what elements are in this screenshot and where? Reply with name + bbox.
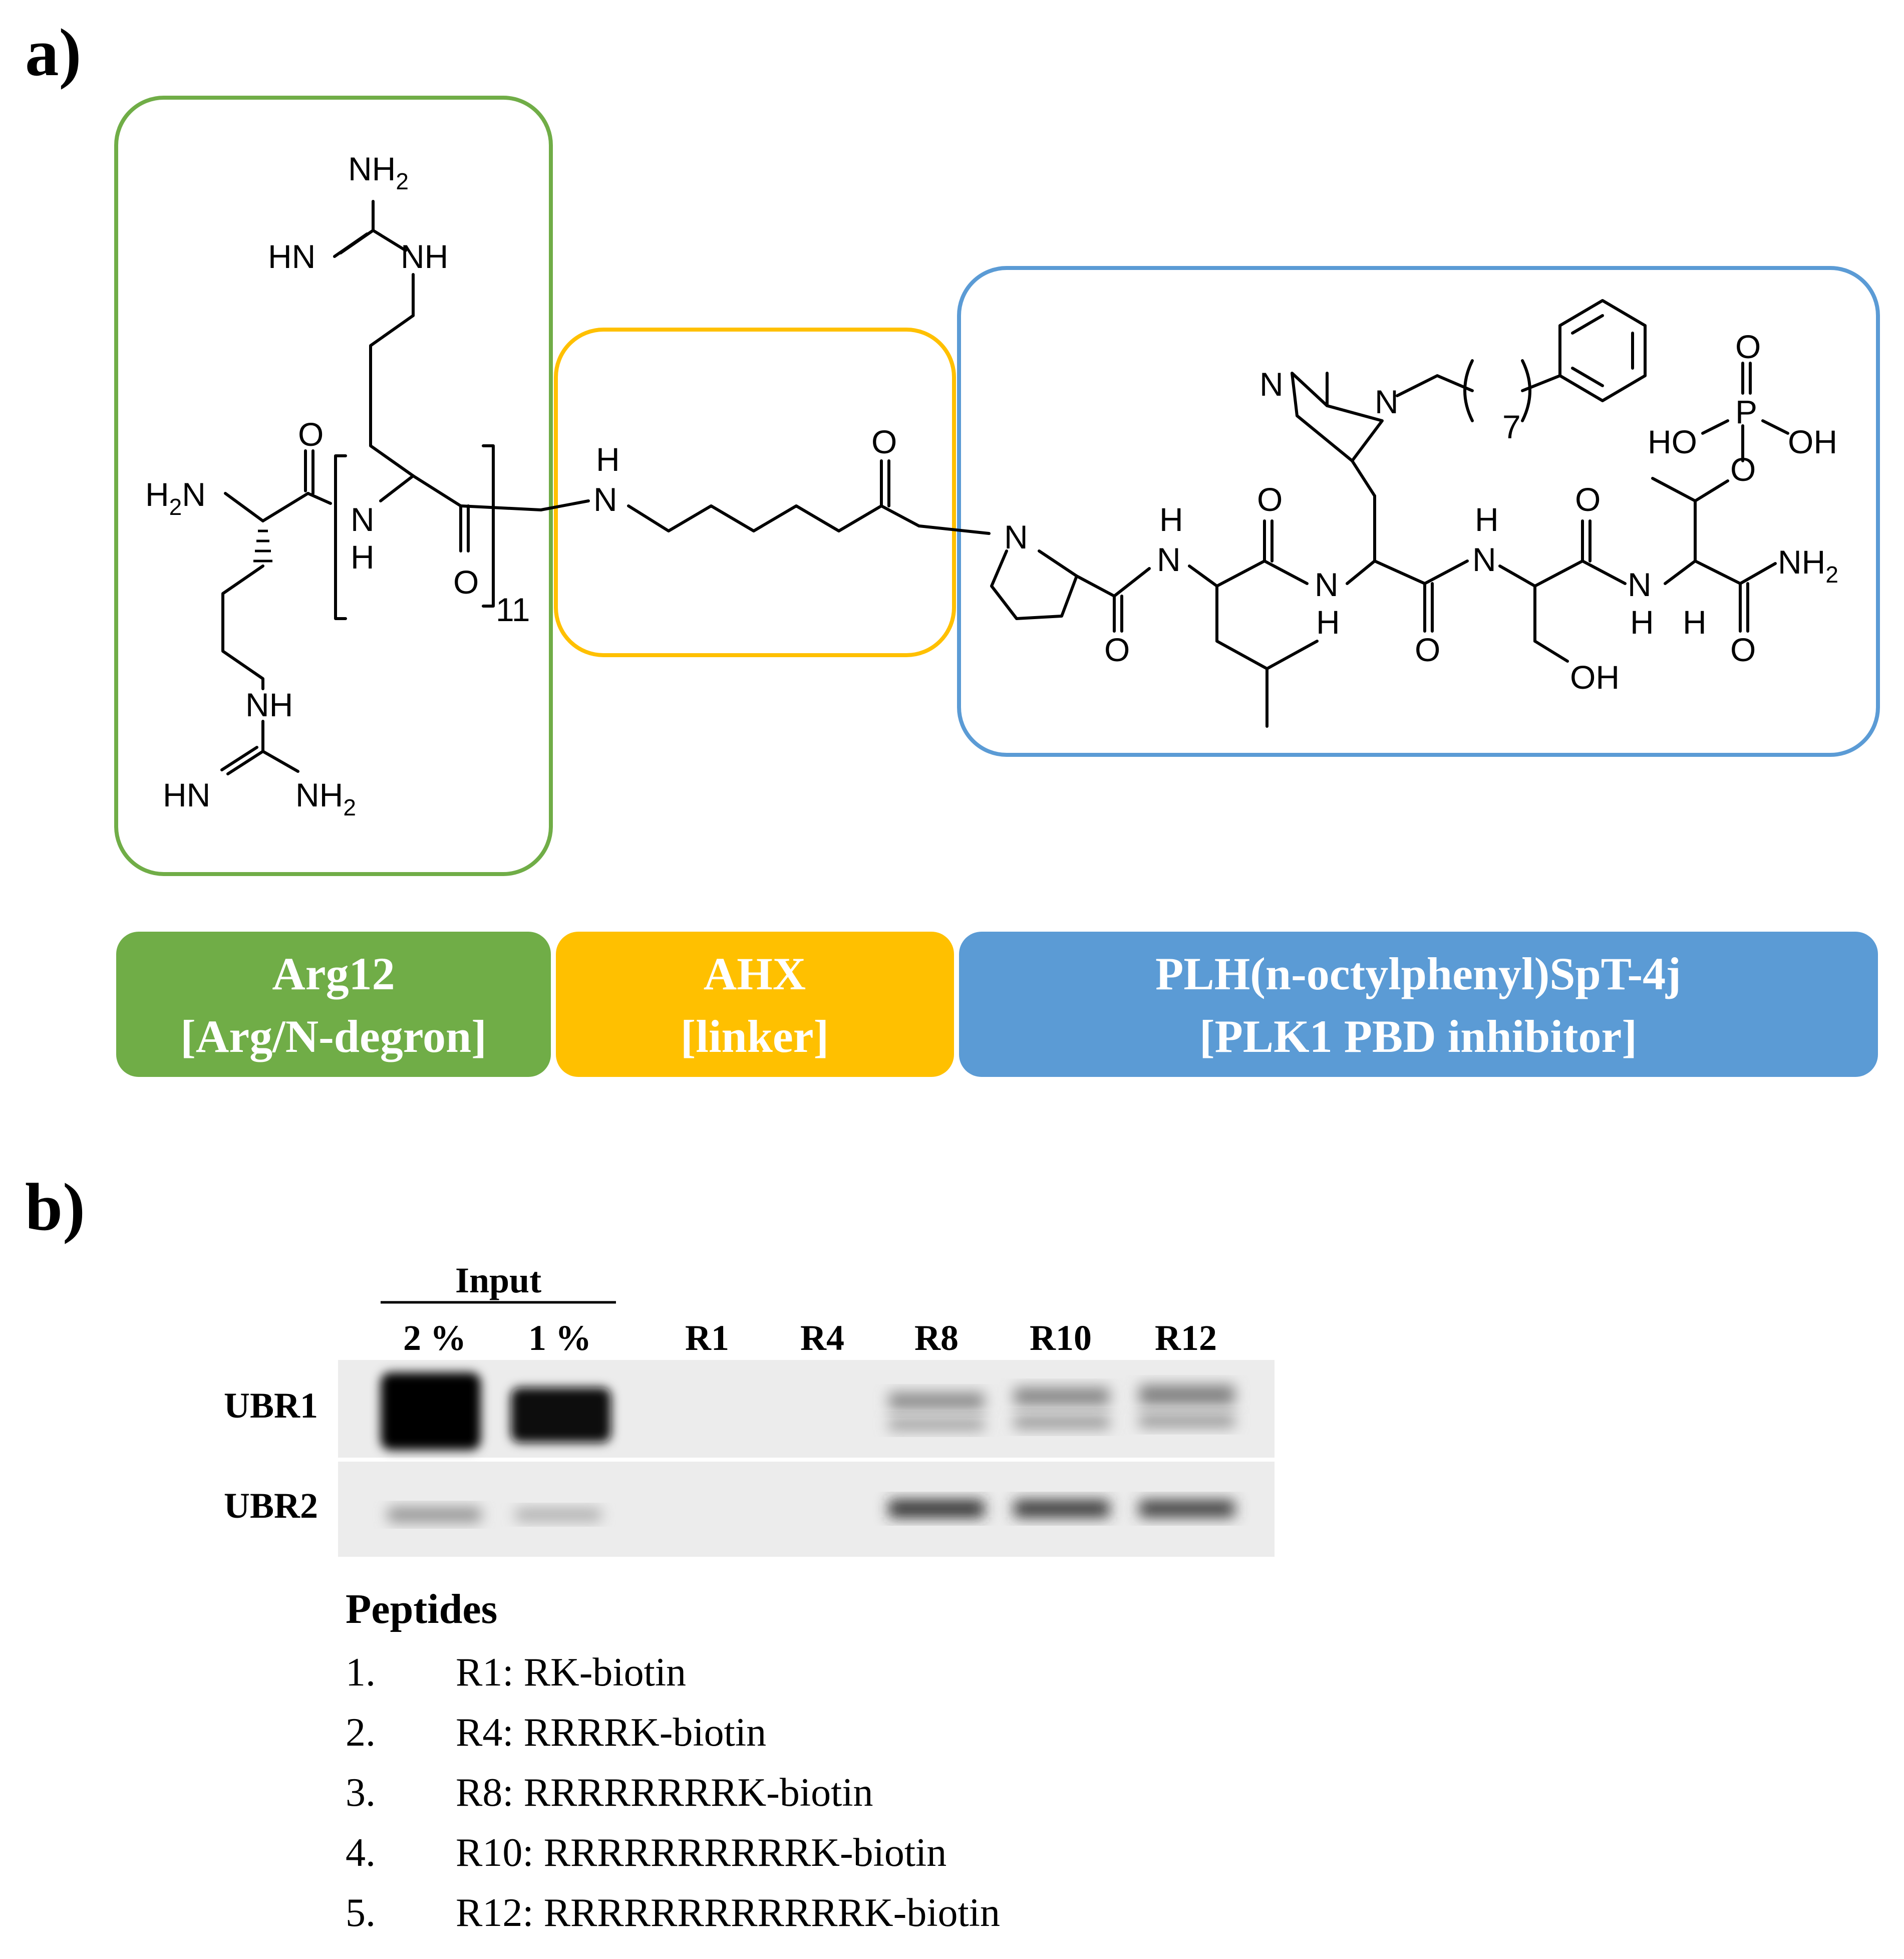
phosphate-o-link: O bbox=[1730, 451, 1756, 488]
arg12-structure: NH2 HN NH H2N O N H O 11 NH HN NH2 bbox=[145, 150, 542, 820]
ser-n: N bbox=[1472, 541, 1496, 578]
imidazole-n1: N bbox=[1259, 366, 1284, 403]
panel-a-label: a) bbox=[25, 16, 81, 90]
ahx-bar-title: AHX bbox=[704, 948, 806, 999]
peptide-text-4: R10: RRRRRRRRRRK-biotin bbox=[456, 1831, 946, 1875]
his-n: N bbox=[1315, 566, 1339, 603]
peptide-text-3: R8: RRRRRRRRK-biotin bbox=[456, 1771, 873, 1815]
arg-nh-lower: NH bbox=[245, 686, 293, 723]
imidazole-n3: N bbox=[1375, 383, 1399, 420]
leu-h: H bbox=[1159, 501, 1183, 538]
arg12-bar-subtitle: [Arg/N-degron] bbox=[180, 1011, 487, 1062]
ahx-box bbox=[554, 328, 956, 657]
panel-b-label: b) bbox=[25, 1170, 85, 1245]
octyl-repeat: 7 bbox=[1502, 408, 1521, 445]
thr-n: N bbox=[1628, 566, 1652, 603]
arg-amide-n: N bbox=[351, 501, 375, 538]
peptides-title: Peptides bbox=[346, 1586, 497, 1632]
row-label-ubr2: UBR2 bbox=[224, 1486, 318, 1526]
arg-repeat-count: 11 bbox=[496, 591, 530, 628]
peptide-num-3: 3. bbox=[346, 1771, 376, 1815]
peptide-text-1: R1: RK-biotin bbox=[456, 1650, 686, 1695]
ahx-bar-subtitle: [linker] bbox=[681, 1011, 829, 1062]
lane-label-r8: R8 bbox=[914, 1318, 959, 1358]
thr-nh2: NH2 bbox=[1778, 543, 1838, 588]
arg-amide-h: H bbox=[351, 538, 375, 576]
arg-o-lower: O bbox=[453, 564, 479, 601]
thr-h-alpha: H bbox=[1683, 604, 1707, 641]
peptide-num-1: 1. bbox=[346, 1650, 376, 1695]
peptide-text-5: R12: RRRRRRRRRRRRK-biotin bbox=[456, 1891, 1000, 1935]
his-o: O bbox=[1415, 631, 1440, 668]
phosphate-p: P bbox=[1735, 393, 1757, 430]
peptide-num-5: 5. bbox=[346, 1891, 376, 1935]
lane-label-r10: R10 bbox=[1030, 1318, 1092, 1358]
pro-o: O bbox=[1104, 631, 1130, 668]
ahx-h: H bbox=[596, 441, 620, 478]
phosphate-o-top: O bbox=[1735, 328, 1761, 365]
lane-label-r4: R4 bbox=[800, 1318, 844, 1358]
arg-nh-mid: NH bbox=[401, 238, 448, 275]
ser-oh: OH bbox=[1570, 659, 1620, 696]
arg-hn-bottom: HN bbox=[163, 776, 210, 813]
peptide-text-2: R4: RRRRK-biotin bbox=[456, 1711, 766, 1755]
arg12-bar-title: Arg12 bbox=[272, 948, 395, 999]
ahx-n: N bbox=[593, 481, 617, 518]
arg-nh2-bottom: NH2 bbox=[295, 776, 356, 820]
thr-h: H bbox=[1630, 604, 1654, 641]
blot-ubr1 bbox=[338, 1360, 1275, 1458]
ahx-structure: H N O bbox=[539, 423, 991, 535]
peptide-num-4: 4. bbox=[346, 1831, 376, 1875]
arg-hn-left: HN bbox=[268, 238, 315, 275]
peptide-num-2: 2. bbox=[346, 1711, 376, 1755]
lane-label-r1: R1 bbox=[685, 1318, 729, 1358]
input-label: Input bbox=[455, 1260, 541, 1300]
ahx-o: O bbox=[871, 423, 897, 460]
ser-h: H bbox=[1475, 501, 1499, 538]
arg-nh2-top: NH2 bbox=[348, 150, 409, 194]
his-h: H bbox=[1316, 604, 1340, 641]
arg-h2n: H2N bbox=[145, 476, 206, 520]
arg12-box bbox=[114, 96, 553, 876]
leu-n: N bbox=[1157, 541, 1181, 578]
plh-bar bbox=[959, 932, 1878, 1077]
row-label-ubr1: UBR1 bbox=[224, 1385, 318, 1426]
ser-o: O bbox=[1575, 481, 1601, 518]
ahx-bar bbox=[556, 932, 954, 1077]
leu-o: O bbox=[1257, 481, 1283, 518]
phosphate-ho: HO bbox=[1648, 423, 1697, 460]
pro-n: N bbox=[1004, 518, 1028, 555]
plh-box bbox=[957, 266, 1880, 757]
plh-bar-title: PLH(n-octylphenyl)SpT-4j bbox=[1155, 948, 1681, 999]
arg12-bar bbox=[116, 932, 551, 1077]
arg-o-carbonyl: O bbox=[298, 416, 324, 453]
lane-label-2pct: 2 % bbox=[403, 1318, 466, 1358]
plh-bar-subtitle: [PLK1 PBD inhibitor] bbox=[1199, 1011, 1637, 1062]
lane-label-r12: R12 bbox=[1155, 1318, 1217, 1358]
lane-label-1pct: 1 % bbox=[528, 1318, 591, 1358]
phosphate-oh: OH bbox=[1788, 423, 1837, 460]
thr-o: O bbox=[1730, 631, 1756, 668]
plh-structure: N O H N O N H O N N 7 H N O OH N H H O N… bbox=[990, 299, 1838, 728]
blot-ubr2 bbox=[338, 1462, 1275, 1557]
